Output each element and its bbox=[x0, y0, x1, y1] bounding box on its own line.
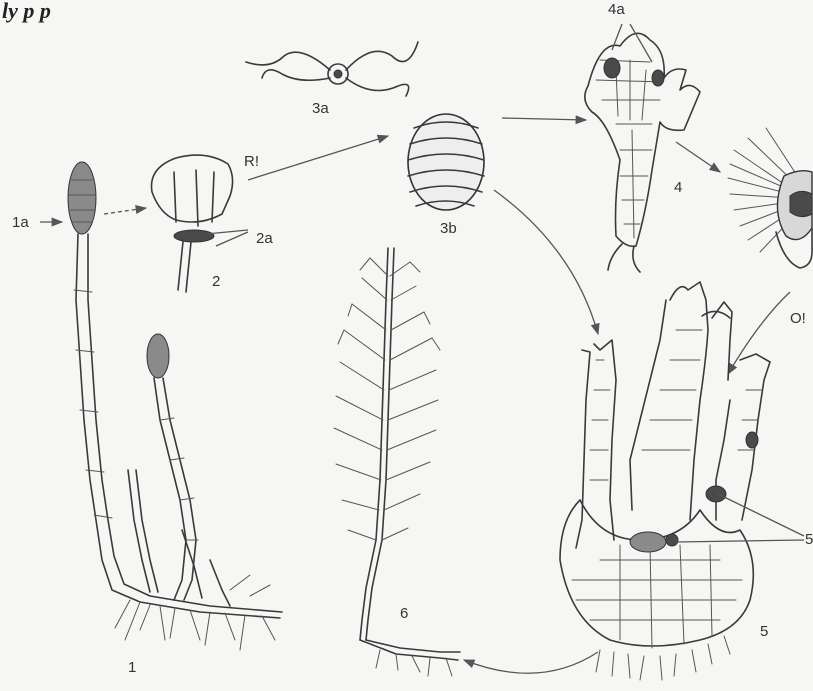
plant-second-stem bbox=[147, 334, 198, 600]
label-2: 2 bbox=[212, 273, 220, 290]
label-r: R! bbox=[244, 153, 259, 170]
arrow-meiosis bbox=[248, 136, 388, 180]
arrow-spore-to-gametophyte bbox=[494, 190, 598, 334]
arrow-fertilization bbox=[728, 292, 790, 374]
header-text-fragment: ly p p bbox=[2, 0, 51, 23]
arrow-gametophyte-to-sporophyte bbox=[464, 652, 598, 673]
spermatozoid bbox=[728, 128, 812, 268]
label-3a: 3a bbox=[312, 100, 329, 117]
label-6: 6 bbox=[400, 605, 408, 622]
label-5-pointer-2 bbox=[676, 540, 804, 542]
young-sporophyte bbox=[334, 248, 460, 676]
label-2a-pointer-2 bbox=[216, 232, 248, 246]
label-2a: 2a bbox=[256, 230, 273, 247]
label-1a: 1a bbox=[12, 214, 29, 231]
arrow-male-to-sperm bbox=[676, 142, 720, 172]
arrow-cone-to-sporangiophore bbox=[104, 208, 146, 214]
label-o: O! bbox=[790, 310, 806, 327]
label-4a: 4a bbox=[608, 1, 625, 18]
label-4: 4 bbox=[674, 179, 682, 196]
label-1: 1 bbox=[128, 659, 136, 676]
label-5-archegonia: 5 bbox=[805, 531, 813, 548]
male-gametophyte bbox=[585, 33, 700, 272]
arrow-spore-to-male bbox=[502, 118, 586, 120]
spore-elaters-uncoiled bbox=[246, 42, 418, 96]
label-4a-pointer-2 bbox=[630, 24, 652, 62]
label-3b: 3b bbox=[440, 220, 457, 237]
spore-elaters-coiled bbox=[408, 114, 484, 210]
gametophyte-with-archegonia bbox=[560, 282, 770, 680]
label-5-pointer-1 bbox=[718, 494, 804, 536]
sporangiophore-drawing bbox=[152, 155, 233, 292]
label-5: 5 bbox=[760, 623, 768, 640]
plant-roots bbox=[115, 575, 275, 650]
label-2a-pointer-1 bbox=[206, 230, 248, 234]
plant-fertile-stem bbox=[68, 162, 282, 618]
